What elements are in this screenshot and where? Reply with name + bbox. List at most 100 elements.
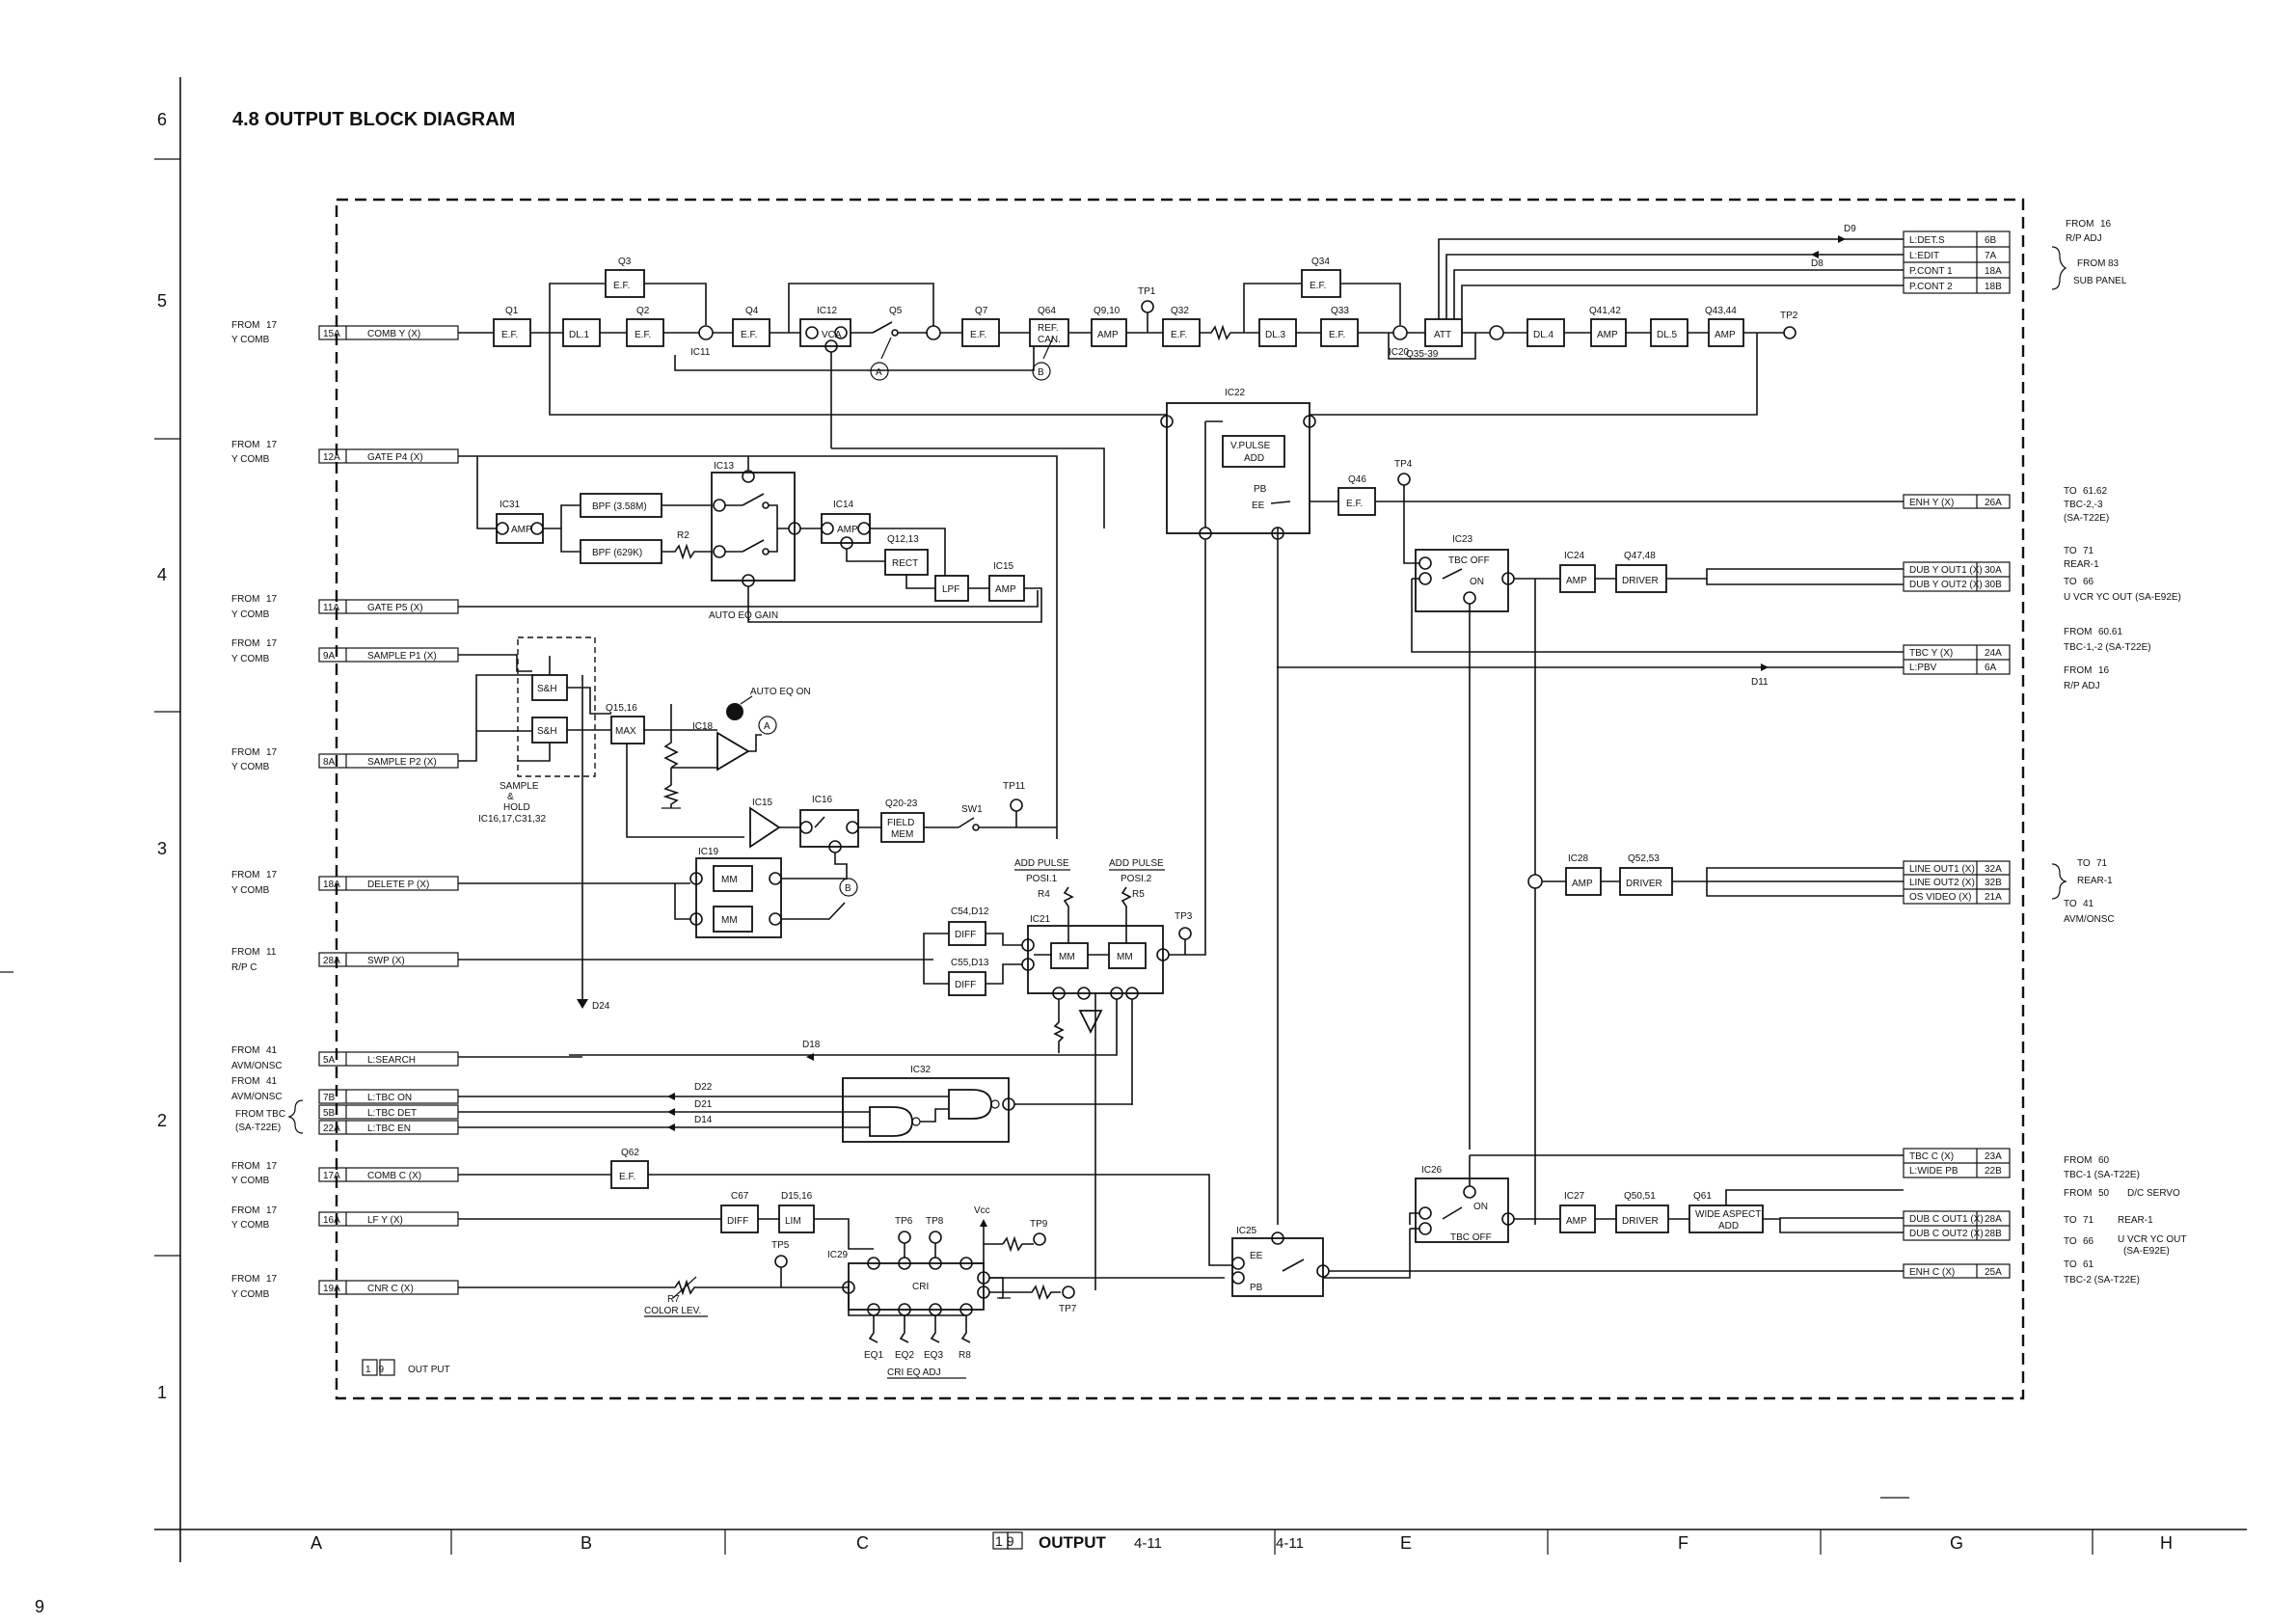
svg-text:LPF: LPF: [942, 584, 959, 595]
page-title: 4.8 OUTPUT BLOCK DIAGRAM: [232, 109, 515, 130]
svg-text:AMP: AMP: [1572, 879, 1593, 889]
svg-text:11A: 11A: [323, 603, 339, 613]
svg-text:17: 17: [266, 1274, 278, 1285]
svg-text:TO: TO: [2064, 546, 2077, 556]
svg-text:Q46: Q46: [1348, 474, 1366, 485]
svg-text:CNR C (X): CNR C (X): [367, 1284, 414, 1294]
svg-text:AMP: AMP: [1097, 330, 1119, 340]
svg-text:P.CONT 2: P.CONT 2: [1909, 282, 1953, 292]
svg-text:66: 66: [2083, 577, 2094, 587]
svg-text:17: 17: [266, 1205, 278, 1216]
svg-text:41: 41: [266, 1045, 278, 1056]
svg-text:FROM: FROM: [231, 1161, 259, 1172]
output-pin: 23A: [1985, 1151, 2002, 1162]
svg-text:R7: R7: [667, 1294, 680, 1305]
footer-label: OUTPUT: [1039, 1533, 1107, 1552]
svg-text:AMP: AMP: [837, 525, 858, 535]
svg-text:IC14: IC14: [833, 500, 854, 510]
svg-text:Q32: Q32: [1171, 306, 1189, 316]
column-markers: A B C D E F G H: [311, 1533, 2173, 1553]
svg-text:SAMPLE: SAMPLE: [500, 781, 539, 792]
svg-text:D15,16: D15,16: [781, 1191, 813, 1202]
svg-text:16A: 16A: [323, 1215, 340, 1226]
svg-text:TO: TO: [2077, 858, 2091, 869]
svg-text:17: 17: [266, 440, 278, 450]
svg-text:SWP (X): SWP (X): [367, 956, 405, 966]
svg-text:DL.4: DL.4: [1533, 330, 1554, 340]
svg-text:Y COMB: Y COMB: [231, 885, 270, 896]
svg-text:E.F.: E.F.: [1346, 499, 1363, 509]
svg-text:66: 66: [2083, 1236, 2094, 1247]
svg-text:TP2: TP2: [1780, 311, 1798, 321]
svg-text:Q34: Q34: [1311, 257, 1330, 267]
svg-text:12A: 12A: [323, 452, 340, 463]
svg-text:18A: 18A: [323, 880, 340, 890]
col-marker: E: [1400, 1533, 1412, 1553]
svg-text:IC15: IC15: [993, 561, 1014, 572]
svg-text:Q41,42: Q41,42: [1589, 306, 1621, 316]
svg-text:15A: 15A: [323, 329, 340, 339]
svg-text:Y COMB: Y COMB: [231, 454, 270, 465]
svg-text:Q47,48: Q47,48: [1624, 551, 1656, 561]
svg-text:17: 17: [266, 594, 278, 605]
svg-text:TO: TO: [2064, 899, 2077, 909]
svg-text:A: A: [764, 721, 770, 732]
input-connector: FROM 17 Y COMB 12A GATE P4 (X): [231, 440, 459, 465]
svg-text:COMB Y (X): COMB Y (X): [367, 329, 420, 339]
svg-text:AMP: AMP: [995, 584, 1016, 595]
svg-text:E.F.: E.F.: [635, 330, 651, 340]
svg-text:R/P ADJ: R/P ADJ: [2066, 233, 2102, 244]
svg-text:Q1: Q1: [505, 306, 519, 316]
svg-text:AMP: AMP: [1715, 330, 1736, 340]
c-output-stages: IC26 ON TBC OFF AMP IC27 DRIVER Q50,51 W…: [1323, 1154, 1904, 1279]
svg-text:FROM: FROM: [231, 947, 259, 958]
y-output-stages: IC23 TBC OFF ON AMP IC24 DRIVER Q47,48 D…: [1277, 501, 1904, 1225]
svg-text:MAX: MAX: [615, 726, 636, 737]
top-control-connector: L:DET.S 6B L:EDIT 7A P.CONT 1 18A P.CONT…: [1438, 219, 2127, 319]
svg-text:FROM: FROM: [2077, 258, 2105, 269]
col-marker: F: [1678, 1533, 1688, 1553]
input-connector: FROM 17 Y COMB 15A COMB Y (X): [231, 320, 459, 345]
svg-text:ON: ON: [1473, 1202, 1488, 1212]
svg-text:IC29: IC29: [827, 1250, 849, 1260]
svg-text:83: 83: [2108, 258, 2120, 269]
svg-text:POSI.2: POSI.2: [1121, 874, 1152, 884]
footer-page: 4-11: [1276, 1535, 1304, 1552]
svg-text:SAMPLE P1 (X): SAMPLE P1 (X): [367, 651, 437, 662]
svg-text:61: 61: [2083, 1259, 2094, 1270]
output-signal: ENH C (X): [1909, 1267, 1955, 1278]
svg-text:HOLD: HOLD: [503, 802, 530, 813]
ic19-ic21-section: IC19 MM MM DIFF C54,D12 DIFF C55,D13 IC2…: [458, 539, 1206, 1290]
svg-text:61.62: 61.62: [2083, 486, 2107, 497]
svg-text:D22: D22: [694, 1082, 713, 1093]
svg-text:MM: MM: [1059, 952, 1075, 962]
svg-text:ON: ON: [1470, 577, 1484, 587]
svg-text:18A: 18A: [1985, 266, 2002, 277]
svg-text:R5: R5: [1132, 889, 1145, 900]
ic25-switch: IC25 EE PB: [1231, 1226, 1904, 1297]
svg-text:Q3: Q3: [618, 257, 632, 267]
output-signal: LINE OUT1 (X): [1909, 864, 1975, 875]
svg-text:71: 71: [2083, 546, 2094, 556]
svg-text:TP8: TP8: [926, 1216, 944, 1227]
row-marker: 5: [157, 291, 167, 311]
svg-text:IC32: IC32: [910, 1065, 932, 1075]
svg-text:AVM/ONSC: AVM/ONSC: [231, 1061, 283, 1071]
svg-text:EQ3: EQ3: [924, 1350, 943, 1361]
svg-text:Q62: Q62: [621, 1148, 639, 1158]
svg-text:&: &: [507, 792, 514, 802]
svg-text:B: B: [1038, 367, 1044, 378]
svg-text:ATT: ATT: [1434, 330, 1451, 340]
output-pin: 32B: [1985, 878, 2002, 888]
svg-text:FROM: FROM: [231, 594, 259, 605]
svg-text:E.F.: E.F.: [1171, 330, 1187, 340]
svg-text:DIFF: DIFF: [955, 980, 976, 990]
svg-text:IC16: IC16: [812, 795, 833, 805]
svg-text:REF.: REF.: [1038, 323, 1059, 334]
footer: 19 OUTPUT 4-11 4-11: [992, 1531, 1304, 1552]
svg-text:11: 11: [266, 947, 277, 958]
svg-text:FROM: FROM: [231, 1045, 259, 1056]
svg-text:POSI.1: POSI.1: [1026, 874, 1058, 884]
board-note: 19 OUT PUT: [362, 1359, 450, 1376]
